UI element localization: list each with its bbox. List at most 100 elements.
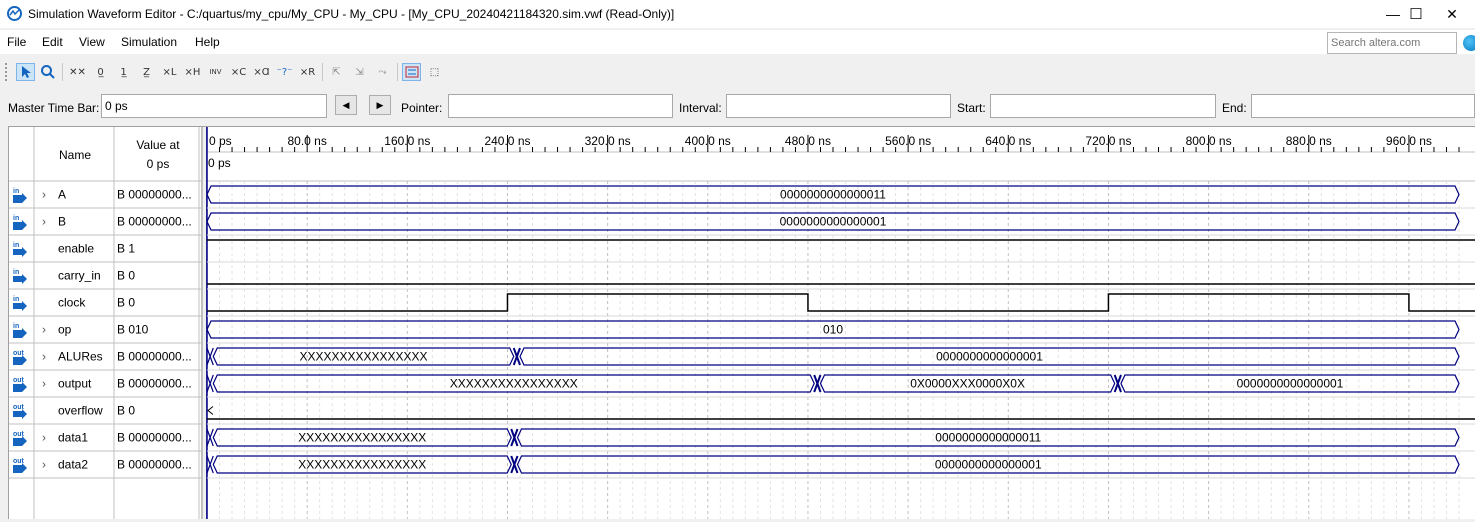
bus-segment[interactable] [212, 347, 515, 366]
signal-name[interactable]: overflow [58, 404, 103, 418]
menu-view[interactable]: View [79, 35, 105, 49]
expand-chevron-icon[interactable]: › [42, 215, 46, 229]
forcing-low-icon[interactable]: 0̲ [97, 66, 104, 78]
compare-view-icon[interactable]: ⬚ [429, 66, 440, 78]
waveform-enable[interactable] [207, 239, 1475, 263]
logic-level-line[interactable] [207, 293, 1475, 312]
time-tick-label: 320.0 ns [585, 134, 631, 148]
expand-chevron-icon[interactable]: › [42, 458, 46, 472]
start-input[interactable] [990, 94, 1216, 118]
waveform-a[interactable]: 0000000000000011 [206, 185, 1475, 209]
menu-help[interactable]: Help [195, 35, 220, 49]
toolbar-grip[interactable] [5, 63, 10, 81]
forcing-unknown-icon[interactable]: ✕✕ [69, 66, 86, 78]
master-time-bar-input[interactable] [101, 94, 327, 118]
weak-high-icon[interactable]: ⨯H [184, 66, 201, 78]
signal-name[interactable]: op [58, 323, 72, 337]
bus-segment[interactable] [519, 347, 1460, 366]
menu-edit[interactable]: Edit [42, 35, 63, 49]
selection-tool-icon[interactable] [16, 63, 35, 81]
search-input[interactable] [1327, 32, 1457, 54]
waveform-clock[interactable] [207, 293, 1475, 317]
bus-segment[interactable] [516, 455, 1460, 474]
pin-arrow [22, 382, 27, 392]
pointer-input[interactable] [448, 94, 673, 118]
signal-name[interactable]: enable [58, 242, 94, 256]
bus-segment[interactable] [212, 455, 512, 474]
signal-name[interactable]: A [58, 188, 66, 202]
snap-to-grid-icon[interactable]: ⇱ [332, 66, 341, 78]
forcing-high-icon[interactable]: 1̲ [120, 66, 127, 78]
end-input[interactable] [1251, 94, 1475, 118]
close-button[interactable]: ✕ [1446, 5, 1458, 22]
snap-transition-icon[interactable]: ⇲ [355, 66, 364, 78]
signal-name[interactable]: carry_in [58, 269, 101, 283]
expand-chevron-icon[interactable]: › [42, 350, 46, 364]
time-ruler[interactable] [207, 127, 1475, 181]
zoom-tool-icon[interactable] [38, 63, 57, 81]
globe-icon[interactable] [1463, 35, 1475, 51]
bus-segment[interactable] [206, 212, 1460, 231]
waveform-b[interactable]: 0000000000000001 [206, 212, 1475, 236]
interval-label: Interval: [679, 101, 722, 115]
bus-segment[interactable] [819, 374, 1116, 393]
name-column-header[interactable]: Name [59, 148, 91, 162]
maximize-button[interactable]: ☐ [1409, 6, 1423, 23]
interval-input[interactable] [726, 94, 951, 118]
expand-chevron-icon[interactable]: › [42, 377, 46, 391]
signal-name[interactable]: output [58, 377, 92, 391]
bus-segment[interactable] [516, 428, 1460, 447]
bus-segment[interactable] [212, 428, 512, 447]
waveform-carry-in[interactable] [207, 283, 1475, 290]
pin-direction-label: in [13, 296, 19, 303]
value-column-header[interactable]: Value at [136, 138, 180, 152]
signal-value: B 0 [117, 296, 135, 310]
waveform-op[interactable]: 010 [206, 320, 1475, 344]
waveform-overflow[interactable] [207, 406, 1475, 425]
signal-value: B 00000000... [117, 431, 192, 445]
weak-low-icon[interactable]: ⨯L [162, 66, 177, 78]
menu-file[interactable]: File [7, 35, 27, 49]
signal-row-clock[interactable]: in clock B 0 [9, 296, 202, 317]
signal-name[interactable]: ALURes [58, 350, 103, 364]
high-impedance-icon[interactable]: Z̲ [143, 66, 150, 78]
toolbar-separator [322, 63, 323, 81]
clock-value-icon[interactable]: ⨯Ɑ [253, 66, 270, 78]
expand-chevron-icon[interactable]: › [42, 431, 46, 445]
bus-segment[interactable] [1120, 374, 1460, 393]
count-value-icon[interactable]: ⨯C [230, 66, 247, 78]
snap-disabled-icon[interactable]: ⤳ [378, 66, 387, 78]
signal-name[interactable]: data2 [58, 458, 88, 472]
invert-icon[interactable]: INV [209, 68, 222, 76]
next-transition-button[interactable]: ▶ [369, 95, 391, 115]
bus-segment[interactable] [206, 185, 1460, 204]
waveform-view-icon[interactable] [402, 63, 421, 81]
expand-chevron-icon[interactable]: › [42, 323, 46, 337]
signal-name[interactable]: data1 [58, 431, 88, 445]
bus-segment[interactable] [206, 320, 1460, 339]
random-value-icon[interactable]: ⨯R [299, 66, 316, 78]
minimize-button[interactable]: — [1386, 6, 1400, 22]
bus-segment[interactable] [212, 374, 815, 393]
expand-chevron-icon[interactable]: › [42, 188, 46, 202]
signal-name[interactable]: B [58, 215, 66, 229]
signal-name[interactable]: clock [58, 296, 86, 310]
previous-transition-button[interactable]: ◀ [335, 95, 357, 115]
menu-simulation[interactable]: Simulation [121, 35, 178, 49]
arbitrary-value-icon[interactable]: ⁻?⁻ [276, 66, 293, 78]
